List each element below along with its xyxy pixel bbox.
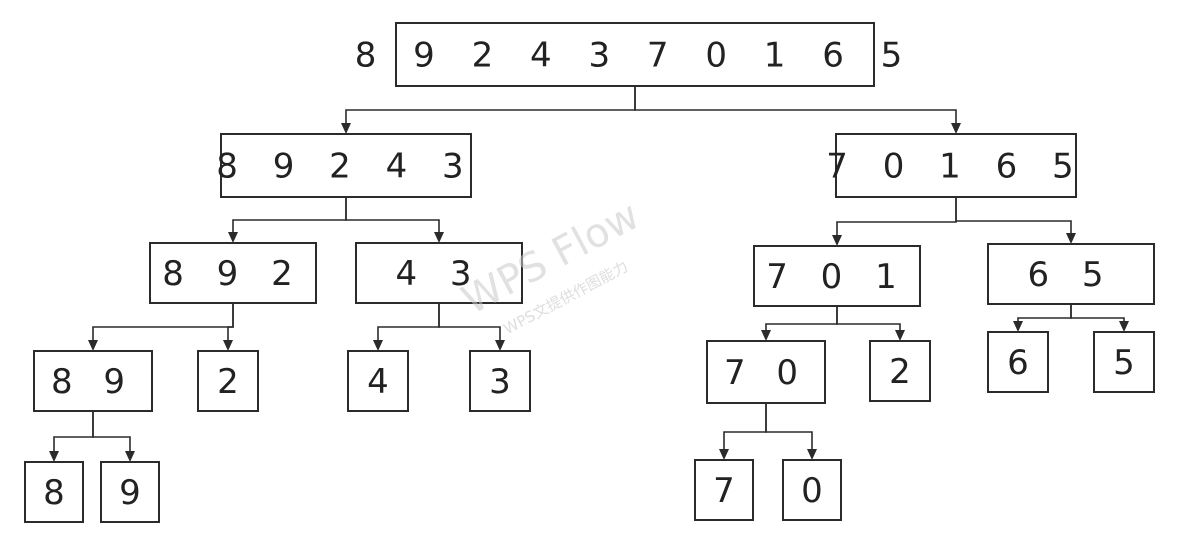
node-label: 7 [713, 471, 735, 511]
node-box [835, 133, 1077, 198]
node-label: 7 0 1 6 5 [826, 147, 1085, 187]
node-label: 6 [1007, 343, 1029, 383]
node-label: 4 [367, 362, 389, 402]
edge-rr-rrl [1017, 304, 1072, 323]
arrowhead [1119, 321, 1129, 332]
nodes-layer: 8 9 2 4 3 7 0 1 6 5 8 9 2 4 3 7 0 1 6 5 8 9… [24, 22, 1155, 523]
edge-rl-rll [765, 306, 838, 332]
node-label: 2 [217, 362, 239, 402]
node-lrr: 3 [469, 350, 531, 412]
edge-l-lr [345, 197, 440, 234]
node-rllr: 0 [782, 459, 842, 521]
edge-rl-rlr [836, 306, 901, 332]
node-llll: 8 [24, 461, 84, 523]
node-root: 8 9 2 4 3 7 0 1 6 5 [355, 22, 916, 87]
node-label: 3 [489, 362, 511, 402]
edge-lll-llll [53, 411, 94, 453]
watermark: WPS Flow WPS文提供作图能力 [455, 193, 647, 339]
arrowhead [495, 340, 505, 351]
node-box [1093, 331, 1155, 393]
node-l: 8 9 2 4 3 [216, 133, 475, 198]
node-box [706, 340, 826, 404]
arrowhead [373, 340, 383, 351]
edge-lr-lrl [377, 303, 440, 342]
node-box [694, 459, 754, 521]
edge-root-l [345, 86, 636, 125]
arrowhead [951, 123, 961, 134]
node-label: 7 0 [724, 353, 808, 393]
node-lllr: 9 [100, 461, 160, 523]
arrowhead [1013, 321, 1023, 332]
edge-ll-lll [92, 303, 234, 342]
node-label: 2 [889, 352, 911, 392]
arrowhead [223, 340, 233, 351]
edge-lll-lllr [92, 411, 131, 453]
node-box [355, 242, 523, 304]
node-box [220, 133, 472, 198]
arrowhead [434, 232, 444, 243]
node-box [24, 461, 84, 523]
node-label: 8 9 [51, 362, 135, 402]
node-llr: 2 [197, 350, 259, 412]
edge-r-rr [955, 197, 1072, 235]
node-rrl: 6 [987, 331, 1049, 393]
edge-ll-llr [227, 303, 234, 342]
node-lrl: 4 [347, 350, 409, 412]
node-label: 8 9 2 4 3 [216, 147, 475, 187]
arrowhead [125, 451, 135, 462]
node-label: 4 3 [395, 254, 482, 294]
node-rl: 7 0 1 [753, 245, 921, 307]
node-box [782, 459, 842, 521]
node-r: 7 0 1 6 5 [826, 133, 1085, 198]
node-rrr: 5 [1093, 331, 1155, 393]
arrowhead [719, 449, 729, 460]
node-ll: 8 9 2 [149, 242, 317, 304]
node-rr: 6 5 [987, 243, 1155, 305]
arrowhead [228, 232, 238, 243]
arrowhead [895, 330, 905, 341]
node-box [197, 350, 259, 412]
arrowhead [761, 330, 771, 341]
edge-l-ll [232, 197, 347, 234]
node-box [149, 242, 317, 304]
node-box [347, 350, 409, 412]
node-box [753, 245, 921, 307]
node-label: 5 [1113, 343, 1135, 383]
edge-lr-lrr [438, 303, 501, 342]
node-box [469, 350, 531, 412]
arrowhead [341, 123, 351, 134]
node-box [100, 461, 160, 523]
node-box [987, 331, 1049, 393]
node-label: 6 5 [1027, 255, 1114, 295]
node-label: 9 [119, 473, 141, 513]
node-box [395, 22, 875, 87]
arrowhead [832, 235, 842, 246]
edge-rll-rllr [765, 403, 813, 451]
arrowhead [49, 451, 59, 462]
node-label: 0 [801, 471, 823, 511]
arrowhead [807, 449, 817, 460]
node-label: 7 0 1 [766, 257, 908, 297]
node-rll: 7 0 [706, 340, 826, 404]
node-label: 8 9 2 [162, 254, 304, 294]
edge-rll-rlll [723, 403, 767, 451]
edge-r-rl [836, 197, 957, 237]
node-label: 8 [43, 473, 65, 513]
node-box [869, 340, 931, 402]
node-lll: 8 9 [33, 350, 153, 412]
node-rlr: 2 [869, 340, 931, 402]
arrowhead [88, 340, 98, 351]
edge-rr-rrr [1070, 304, 1125, 323]
node-box [33, 350, 153, 412]
node-lr: 4 3 [355, 242, 523, 304]
node-rlll: 7 [694, 459, 754, 521]
node-label: 8 9 2 4 3 7 0 1 6 5 [355, 36, 916, 76]
arrowhead [1066, 233, 1076, 244]
node-box [987, 243, 1155, 305]
edges-layer [49, 86, 1129, 462]
edge-root-r [634, 86, 957, 125]
